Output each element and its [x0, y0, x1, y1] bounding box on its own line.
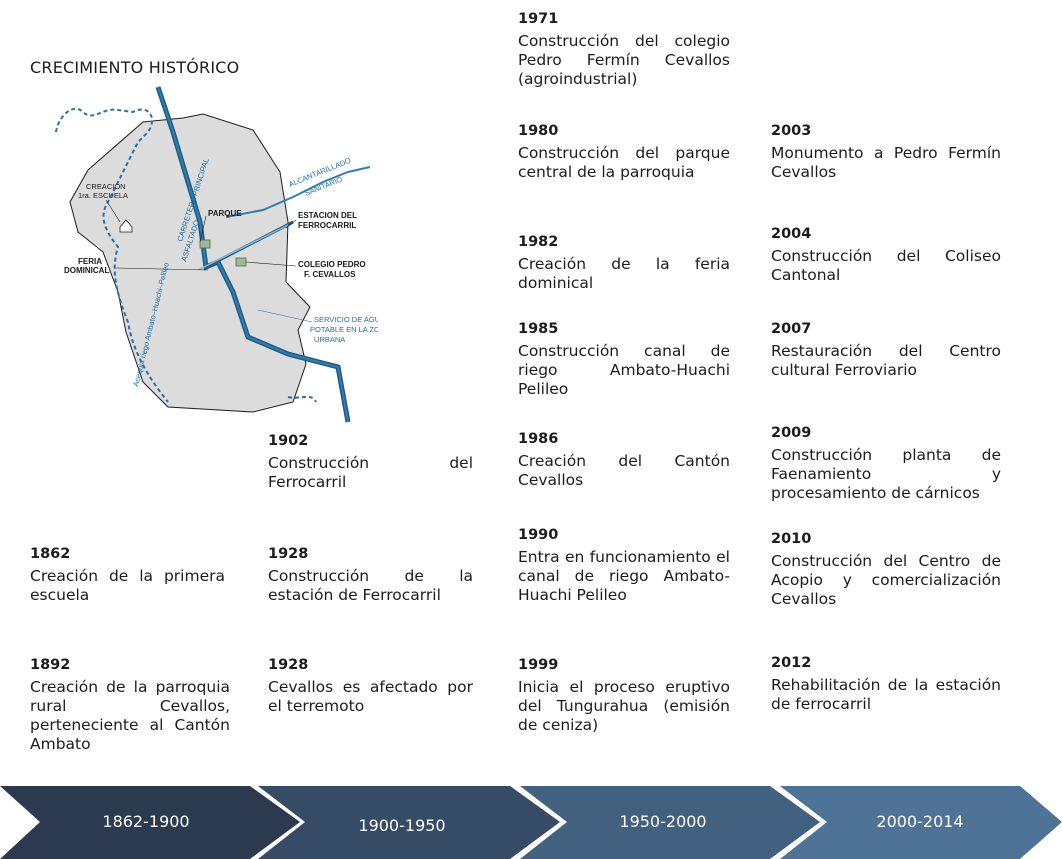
event-1862: 1862 Creación de la primera escuela: [30, 545, 225, 605]
period-label-1: 1862-1900: [102, 812, 190, 831]
event-year: 1862: [30, 546, 71, 562]
station-label-1: ESTACION DEL: [298, 211, 357, 220]
event-year: 2009: [771, 425, 812, 441]
period-arrow-1: [0, 786, 300, 859]
event-text: Rehabilitación de la estación de ferroca…: [771, 676, 1001, 713]
event-text: Entra en funcionamiento el canal de rieg…: [518, 548, 730, 604]
sewer-line: [225, 166, 371, 218]
college-label-1: COLEGIO PEDRO: [298, 260, 366, 269]
event-2004: 2004 Construcción del Coliseo Cantonal: [771, 225, 1001, 285]
event-year: 1982: [518, 234, 559, 250]
event-1892: 1892 Creación de la parroquia rural Ceva…: [30, 656, 230, 754]
event-year: 1892: [30, 657, 71, 673]
fair-label-1: FERIA: [78, 257, 102, 266]
event-year: 1990: [518, 527, 559, 543]
period-label-2: 1900-1950: [358, 816, 446, 835]
dashed-boundary: [55, 107, 169, 403]
event-year: 2004: [771, 226, 812, 242]
event-year: 1971: [518, 11, 559, 27]
water-label-1: SERVICIO DE AGUA: [314, 315, 378, 324]
event-year: 2003: [771, 123, 812, 139]
event-2009: 2009 Construcción planta de Faenamiento …: [771, 424, 1001, 503]
event-text: Construcción planta de Faenamiento y pro…: [771, 446, 1001, 502]
period-arrow-3: [520, 786, 820, 859]
event-text: Construcción de la estación de Ferrocarr…: [268, 567, 473, 604]
event-1999: 1999 Inicia el proceso eruptivo del Tung…: [518, 656, 730, 735]
event-1982: 1982 Creación de la feria dominical: [518, 233, 730, 293]
event-text: Creación de la feria dominical: [518, 255, 730, 292]
period-arrow-2: [258, 786, 560, 859]
event-text: Construcción canal de riego Ambato-Huach…: [518, 342, 730, 398]
event-year: 1980: [518, 123, 559, 139]
event-text: Inicia el proceso eruptivo del Tungurahu…: [518, 678, 730, 734]
event-1986: 1986 Creación del Cantón Cevallos: [518, 430, 730, 490]
event-1971: 1971 Construcción del colegio Pedro Ferm…: [518, 10, 730, 89]
event-year: 1985: [518, 321, 559, 337]
event-year: 2007: [771, 321, 812, 337]
event-year: 2012: [771, 655, 812, 671]
school-label-1: CREACION: [86, 182, 126, 191]
event-text: Construcción del Ferrocarril: [268, 454, 473, 491]
event-text: Construcción del Coliseo Cantonal: [771, 247, 1001, 284]
event-year: 1999: [518, 657, 559, 673]
event-year: 1928: [268, 546, 309, 562]
event-2012: 2012 Rehabilitación de la estación de fe…: [771, 654, 1001, 714]
college-label-2: F. CEVALLOS: [304, 270, 356, 279]
growth-map: CREACION 1ra. ESCUELA PARQUE ESTACION DE…: [55, 86, 378, 423]
event-1928-station: 1928 Construcción de la estación de Ferr…: [268, 545, 473, 605]
fair-label-2: DOMINICAL: [64, 266, 109, 275]
period-label-3: 1950-2000: [619, 812, 707, 831]
event-text: Construcción del Centro de Acopio y come…: [771, 552, 1001, 608]
park-label: PARQUE: [208, 209, 242, 218]
event-text: Creación de la parroquia rural Cevallos,…: [30, 678, 230, 753]
dashed-boundary-south: [287, 395, 317, 403]
event-text: Creación de la primera escuela: [30, 567, 225, 604]
period-label-4: 2000-2014: [876, 812, 964, 831]
event-year: 1986: [518, 431, 559, 447]
water-label-2: POTABLE EN LA ZONA: [310, 325, 378, 334]
event-1980: 1980 Construcción del parque central de …: [518, 122, 730, 182]
event-2003: 2003 Monumento a Pedro Fermín Cevallos: [771, 122, 1001, 182]
period-timeline-bar: [0, 786, 1062, 859]
event-1985: 1985 Construcción canal de riego Ambato-…: [518, 320, 730, 399]
station-label-2: FERROCARRIL: [298, 221, 356, 230]
event-text: Construcción del parque central de la pa…: [518, 144, 730, 181]
event-1990: 1990 Entra en funcionamiento el canal de…: [518, 526, 730, 605]
school-label-2: 1ra. ESCUELA: [78, 191, 128, 200]
event-year: 1928: [268, 657, 309, 673]
event-text: Restauración del Centro cultural Ferrovi…: [771, 342, 1001, 379]
event-text: Construcción del colegio Pedro Fermín Ce…: [518, 32, 730, 88]
event-1902: 1902 Construcción del Ferrocarril: [268, 432, 473, 492]
event-2010: 2010 Construcción del Centro de Acopio y…: [771, 530, 1001, 609]
section-title: CRECIMIENTO HISTÓRICO: [30, 58, 240, 77]
event-text: Creación del Cantón Cevallos: [518, 452, 730, 489]
urban-area: [69, 113, 311, 413]
event-1928-earthquake: 1928 Cevallos es afectado por el terremo…: [268, 656, 473, 716]
event-text: Monumento a Pedro Fermín Cevallos: [771, 144, 1001, 181]
event-2007: 2007 Restauración del Centro cultural Fe…: [771, 320, 1001, 380]
event-year: 2010: [771, 531, 812, 547]
period-arrow-4: [780, 786, 1062, 859]
water-label-3: URBANA: [314, 335, 345, 344]
event-year: 1902: [268, 433, 309, 449]
event-text: Cevallos es afectado por el terremoto: [268, 678, 473, 715]
